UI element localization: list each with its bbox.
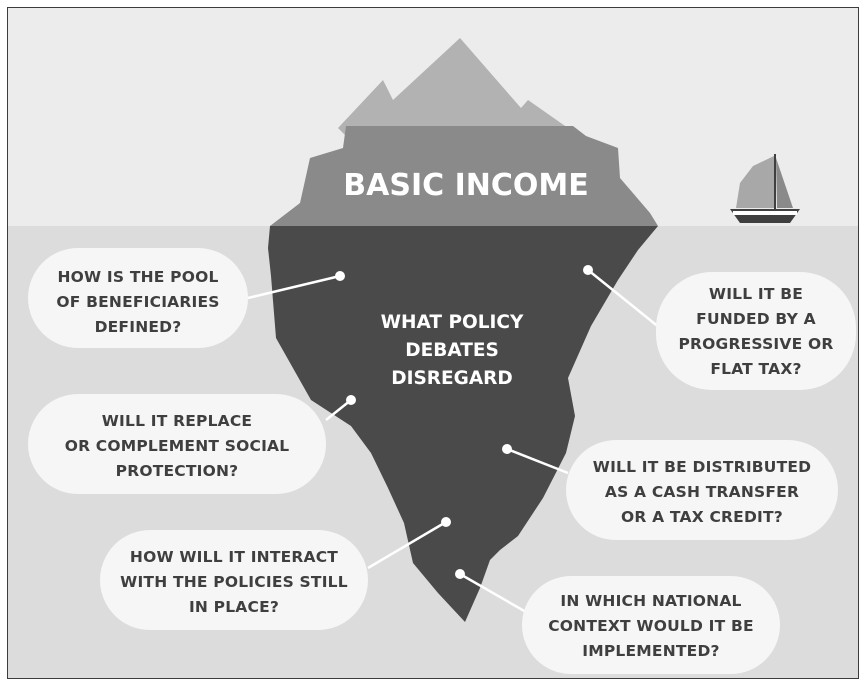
- connector-dot: [346, 395, 356, 405]
- bubble-line: OR A TAX CREDIT?: [621, 508, 783, 526]
- connector-dot: [583, 265, 593, 275]
- center-heading: WHAT POLICY DEBATES DISREGARD: [381, 312, 524, 389]
- connectors: [247, 265, 661, 614]
- bubble-line: WITH THE POLICIES STILL: [120, 573, 348, 591]
- connector-line: [459, 572, 527, 614]
- question-bubble-distribution: WILL IT BE DISTRIBUTED AS A CASH TRANSFE…: [566, 440, 838, 540]
- sailboat-icon: [730, 154, 800, 223]
- connector-line: [247, 274, 341, 300]
- iceberg-band: [270, 126, 658, 226]
- bubble-line: IMPLEMENTED?: [582, 642, 719, 660]
- bubble-line: OR COMPLEMENT SOCIAL: [65, 437, 290, 455]
- connector-line: [587, 269, 661, 329]
- bubble-line: PROGRESSIVE OR: [678, 335, 833, 353]
- connector-line: [367, 520, 447, 570]
- bubble-shape: [566, 440, 838, 540]
- sailboat-stripe: [733, 211, 797, 215]
- connector-dot: [441, 517, 451, 527]
- bubble-line: FLAT TAX?: [710, 360, 801, 378]
- question-bubble-replace: WILL IT REPLACE OR COMPLEMENT SOCIAL PRO…: [28, 394, 326, 494]
- iceberg-title: BASIC INCOME: [343, 168, 588, 203]
- center-line: DISREGARD: [391, 368, 513, 389]
- connector-line: [506, 447, 569, 475]
- connector-dot: [455, 569, 465, 579]
- bubble-line: OF BENEFICIARIES: [56, 293, 219, 311]
- bubble-line: CONTEXT WOULD IT BE: [548, 617, 754, 635]
- question-bubble-context: IN WHICH NATIONAL CONTEXT WOULD IT BE IM…: [522, 576, 780, 674]
- iceberg-infographic: BASIC INCOME WHAT POLICY DEBATES DISREGA…: [8, 8, 858, 678]
- bubble-line: WILL IT BE DISTRIBUTED: [593, 458, 811, 476]
- bubble-line: HOW IS THE POOL: [57, 268, 218, 286]
- infographic-frame: BASIC INCOME WHAT POLICY DEBATES DISREGA…: [7, 7, 859, 679]
- bubble-line: HOW WILL IT INTERACT: [130, 548, 338, 566]
- bubble-line: WILL IT REPLACE: [102, 412, 252, 430]
- bubble-line: IN PLACE?: [189, 598, 279, 616]
- question-bubble-beneficiaries: HOW IS THE POOL OF BENEFICIARIES DEFINED…: [28, 248, 248, 348]
- bubble-line: DEFINED?: [95, 318, 182, 336]
- iceberg-tip: [338, 38, 573, 136]
- connector-line: [325, 399, 352, 421]
- bubble-shape: [522, 576, 780, 674]
- iceberg-underwater: [268, 226, 658, 622]
- center-line: WHAT POLICY: [381, 312, 524, 333]
- bubble-line: IN WHICH NATIONAL: [560, 592, 741, 610]
- connector-dot: [335, 271, 345, 281]
- bubble-shape: [28, 248, 248, 348]
- question-bubble-funding: WILL IT BE FUNDED BY A PROGRESSIVE OR FL…: [656, 272, 856, 390]
- center-line: DEBATES: [405, 340, 499, 361]
- bubble-line: AS A CASH TRANSFER: [605, 483, 799, 501]
- bubble-line: WILL IT BE: [709, 285, 803, 303]
- bubble-line: PROTECTION?: [116, 462, 239, 480]
- connector-dot: [502, 444, 512, 454]
- question-bubble-interaction: HOW WILL IT INTERACT WITH THE POLICIES S…: [100, 530, 368, 630]
- bubble-shape: [28, 394, 326, 494]
- bubble-line: FUNDED BY A: [696, 310, 816, 328]
- bubble-shape: [656, 272, 856, 390]
- bubble-shape: [100, 530, 368, 630]
- sailboat-main-sail: [736, 156, 774, 208]
- sailboat-jib: [776, 158, 793, 208]
